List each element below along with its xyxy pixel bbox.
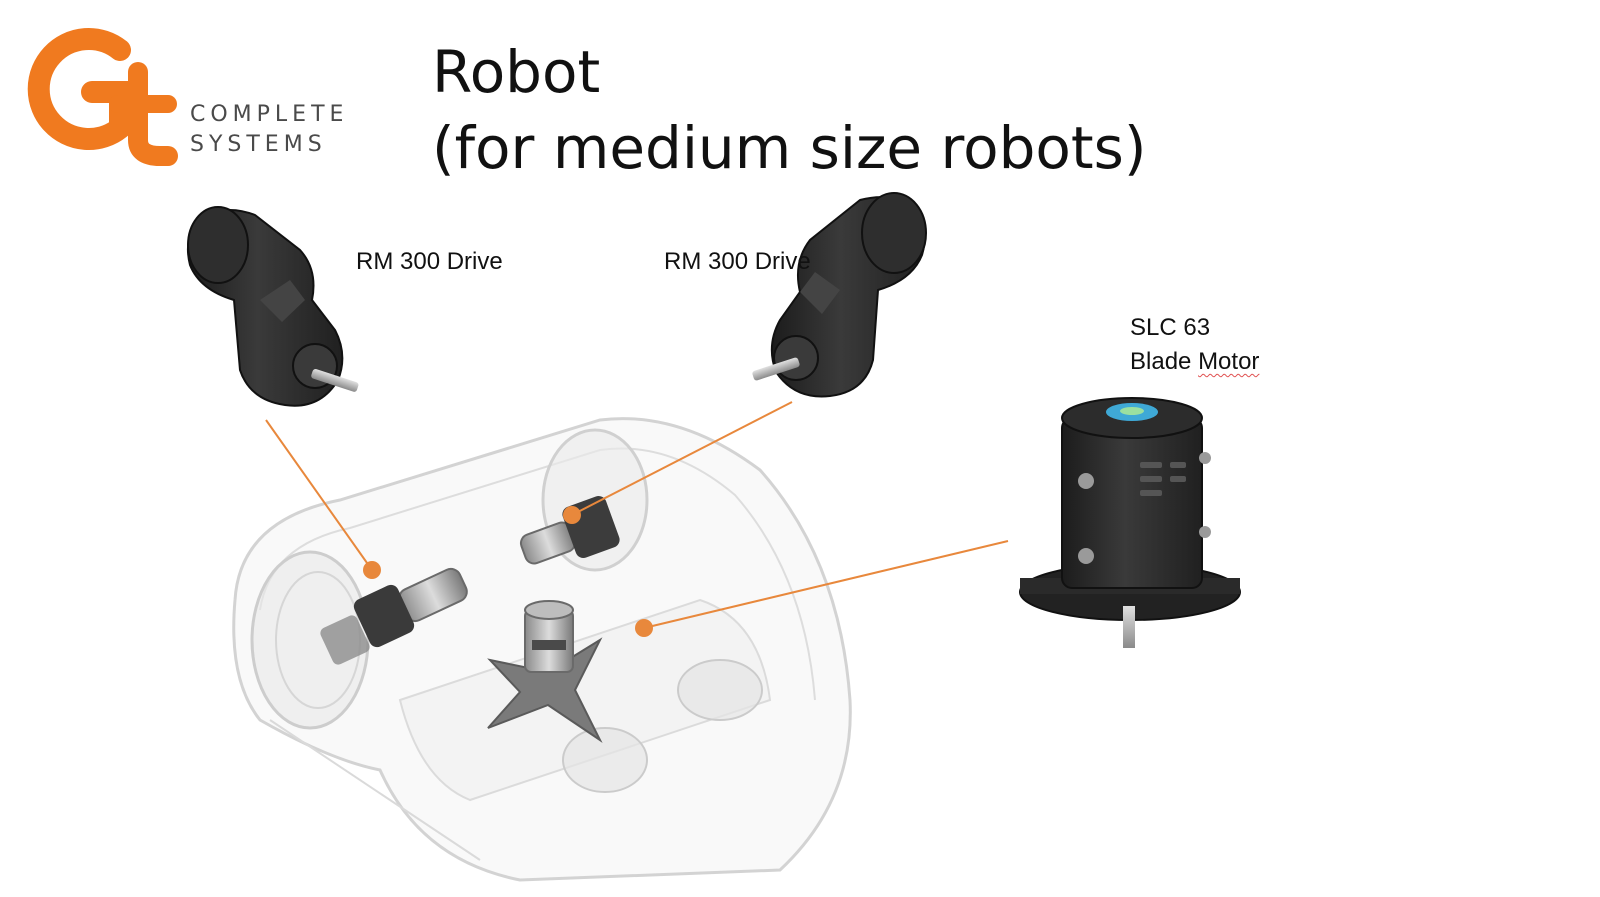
blade-motor-icon bbox=[1019, 397, 1241, 648]
leader-line-blade-motor bbox=[643, 540, 1009, 629]
internal-drive-left bbox=[320, 567, 468, 665]
leader-dots bbox=[363, 506, 653, 637]
slide-title-line2: (for medium size robots) bbox=[432, 114, 1147, 182]
leader-line-right-drive bbox=[571, 401, 793, 516]
slide-title-line1: Robot bbox=[432, 38, 601, 106]
gear-motor-icon bbox=[186, 206, 359, 407]
label-blade-motor-word: Motor bbox=[1198, 348, 1260, 375]
slide-title: Robot (for medium size robots) bbox=[432, 34, 1146, 186]
cutting-blade-icon bbox=[487, 600, 603, 743]
logo-mark bbox=[27, 28, 178, 166]
label-blade-motor-prefix: Blade bbox=[1130, 348, 1199, 375]
leader-dot-left-drive bbox=[363, 561, 381, 579]
label-blade-motor-model: SLC 63 bbox=[1130, 314, 1211, 341]
leader-dot-blade-motor bbox=[635, 619, 653, 637]
label-blade-motor-name: Blade Motor bbox=[1130, 345, 1259, 379]
label-drive-left: RM 300 Drive bbox=[356, 248, 503, 275]
leader-lines bbox=[265, 401, 1009, 629]
label-blade-motor: SLC 63 Blade Motor bbox=[1130, 311, 1259, 379]
logo-line-complete: COMPLETE bbox=[190, 102, 349, 127]
logo-wordmark: COMPLETE SYSTEMS bbox=[190, 100, 348, 160]
leader-line-left-drive bbox=[265, 419, 373, 571]
gear-motor-icon bbox=[752, 192, 927, 398]
leader-dot-right-drive bbox=[563, 506, 581, 524]
logo-line-systems: SYSTEMS bbox=[190, 132, 327, 157]
label-drive-right: RM 300 Drive bbox=[664, 248, 811, 275]
